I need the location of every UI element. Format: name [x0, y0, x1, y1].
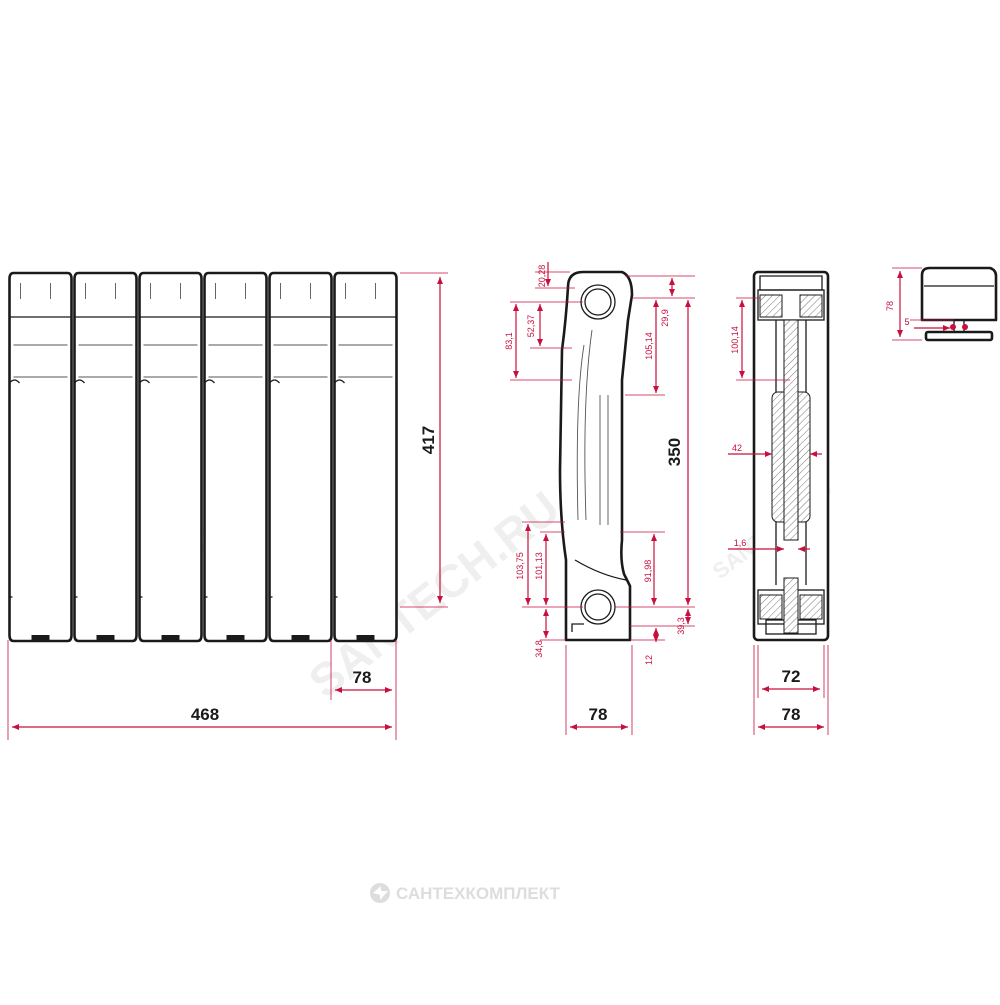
section-fin-lines — [143, 344, 198, 378]
dim-inner-72: 72 — [782, 667, 801, 686]
section-top-ribs — [215, 283, 246, 299]
company-logo-icon — [370, 883, 390, 903]
dim-29-9: 29,9 — [660, 309, 670, 327]
dim-top-78: 78 — [885, 301, 895, 311]
section-top-ribs — [345, 283, 376, 299]
radiator-section — [203, 271, 268, 643]
lower-port-circle — [584, 593, 612, 621]
radiator-section — [8, 271, 73, 643]
dim-39-3: 39,3 — [676, 617, 686, 635]
dim-overall-height: 417 — [419, 426, 438, 454]
dim-100-14: 100,14 — [730, 326, 740, 354]
section-fin-lines — [78, 344, 133, 378]
radiator-section — [73, 271, 138, 643]
section-side-notch — [74, 379, 85, 384]
section-side-notch — [204, 379, 215, 384]
section-lower-tube — [783, 577, 799, 634]
dim-105-14: 105,14 — [644, 332, 654, 360]
dim-52-37: 52,37 — [526, 315, 536, 338]
dim-91-98: 91,98 — [643, 560, 653, 583]
side-fin-1 — [576, 344, 585, 521]
dim-12: 12 — [644, 655, 654, 665]
dim-103-75: 103,75 — [515, 552, 525, 580]
dim-101-13: 101,13 — [534, 552, 544, 580]
section-bottom-foot — [31, 635, 50, 641]
section-bottom-foot — [226, 635, 245, 641]
dim-side-depth: 78 — [589, 705, 608, 724]
side-view-dimensions: 20,28 52,37 83,1 29,9 105,14 350 103,75 … — [504, 262, 695, 735]
section-side-notch — [269, 379, 280, 384]
radiator-section — [138, 271, 203, 643]
side-lower-curve — [574, 559, 627, 581]
dim-wall-1-6: 1,6 — [734, 538, 747, 548]
dim-outer-78: 78 — [782, 705, 801, 724]
section-bottom-foot — [291, 635, 310, 641]
dim-overall-width: 468 — [191, 705, 219, 724]
side-bottom-notch — [571, 623, 584, 632]
dim-gap-5: 5 — [904, 317, 909, 327]
front-view-radiator — [8, 271, 398, 643]
radiator-section — [333, 271, 398, 643]
dim-34-8: 34,8 — [534, 640, 544, 658]
section-side-notch — [139, 379, 150, 384]
top-view-marker-left — [950, 324, 956, 330]
top-view-body — [920, 266, 998, 322]
section-view-dimensions: 100,14 42 1,6 72 78 — [728, 297, 829, 735]
footer-logo: САНТЕХКОМПЛЕКТ — [370, 883, 561, 903]
top-view-dimensions: 78 5 — [885, 267, 954, 341]
dim-section-width: 78 — [353, 668, 372, 687]
section-fin-lines — [13, 344, 68, 378]
dim-83-1: 83,1 — [504, 332, 514, 350]
dim-wall-42: 42 — [732, 443, 742, 453]
section-upper-thread-left — [759, 294, 783, 318]
section-side-notch — [334, 379, 345, 384]
section-lower-thread-right — [799, 594, 823, 620]
section-bottom-foot — [161, 635, 180, 641]
side-view-radiator — [558, 270, 634, 642]
footer-brand: САНТЕХКОМПЛЕКТ — [396, 884, 561, 903]
section-steel-tube — [783, 319, 799, 541]
section-top-ribs — [280, 283, 311, 299]
radiator-section — [268, 271, 333, 643]
section-fin-lines — [338, 344, 393, 378]
section-fin-lines — [208, 344, 263, 378]
section-top-ribs — [20, 283, 51, 299]
dim-axis-350: 350 — [665, 438, 684, 466]
top-view-radiator — [920, 266, 998, 342]
side-profile-body — [558, 270, 634, 642]
dim-20-28: 20,28 — [537, 265, 547, 288]
section-top-ribs — [85, 283, 116, 299]
section-fin-lines — [273, 344, 328, 378]
section-lower-thread-left — [759, 594, 783, 620]
section-bottom-foot — [96, 635, 115, 641]
section-bottom-foot — [356, 635, 375, 641]
section-side-notch — [9, 379, 20, 384]
top-view-base — [924, 330, 994, 342]
front-view-dimensions: 417 78 468 — [7, 272, 448, 740]
upper-port-circle — [584, 288, 612, 316]
section-upper-thread-right — [799, 294, 823, 318]
side-fin-2 — [584, 329, 593, 521]
section-view-radiator — [752, 270, 830, 642]
top-view-marker-right — [962, 324, 968, 330]
section-top-ribs — [150, 283, 181, 299]
